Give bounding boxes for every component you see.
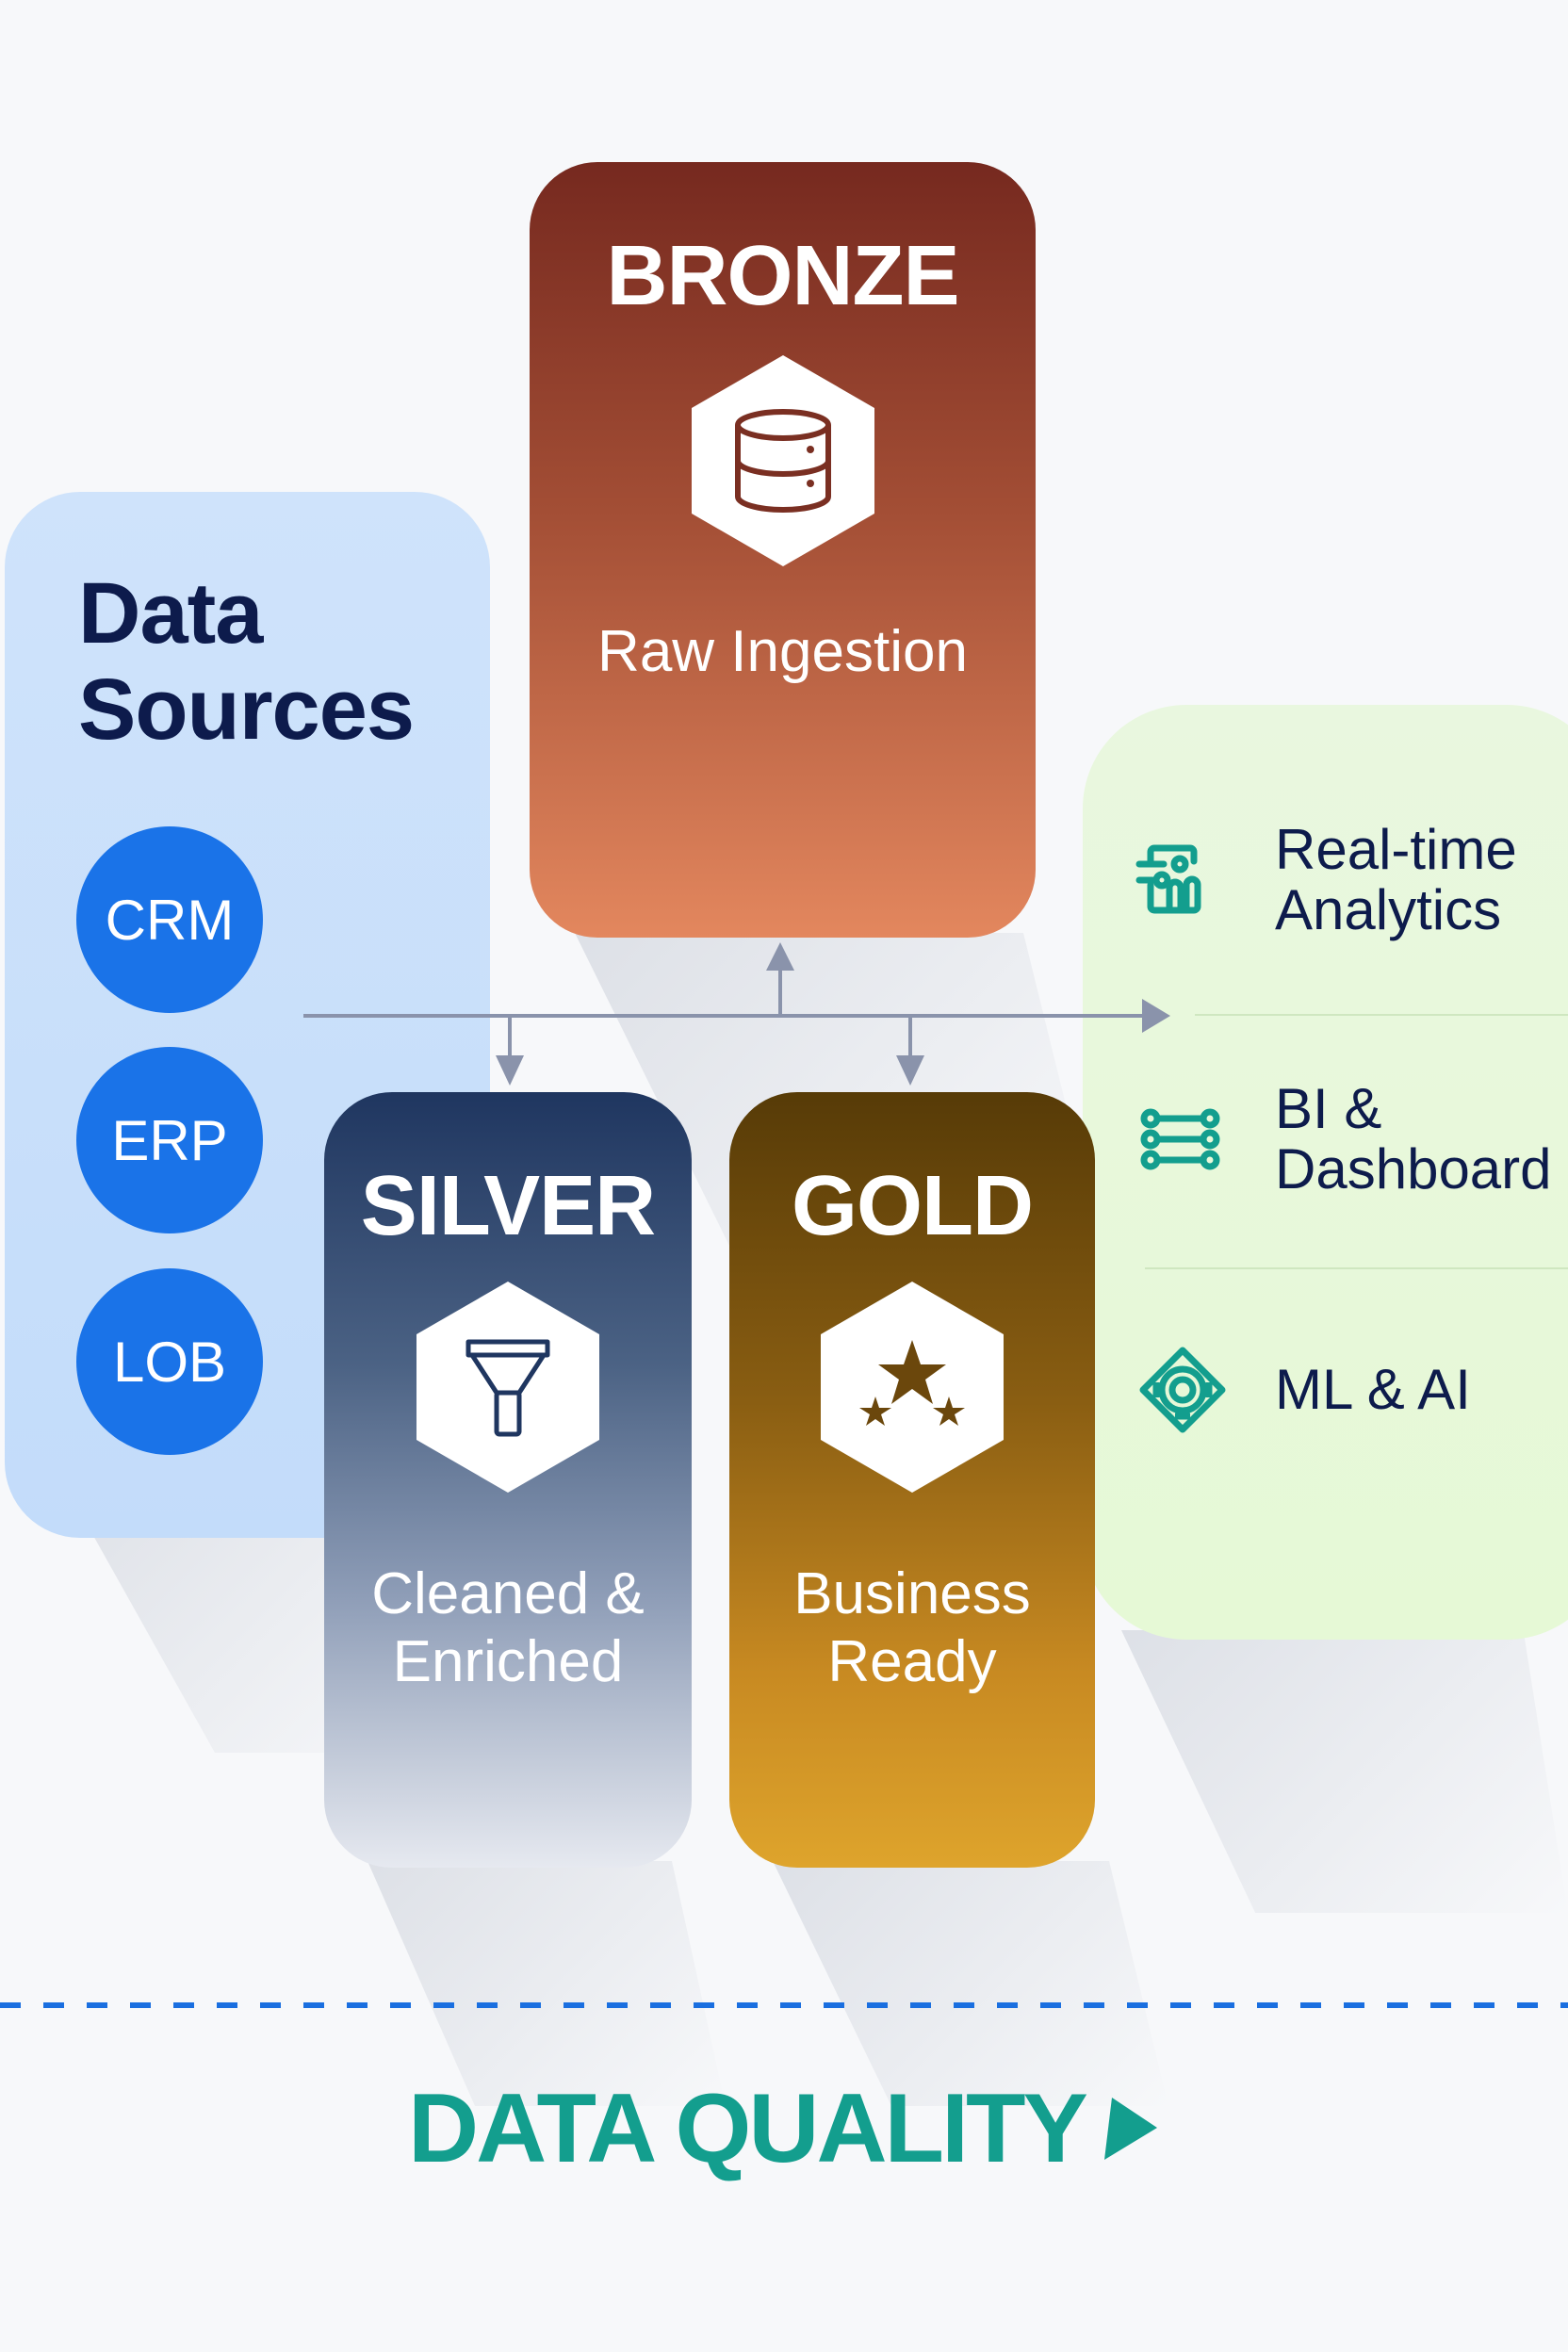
consumer-label-line1: Real-time — [1275, 818, 1517, 881]
consumer-divider — [1145, 1267, 1568, 1269]
consumer-ml-ai[interactable]: ML & AI — [1135, 1343, 1471, 1437]
consumer-label-line2: Dashboard — [1275, 1137, 1552, 1200]
consumer-realtime-analytics[interactable]: Real-time Analytics — [1135, 820, 1517, 940]
consumer-divider — [1195, 1014, 1568, 1016]
bronze-up-arrowhead — [766, 942, 794, 971]
silver-down-arrowhead — [496, 1055, 524, 1086]
gold-subtitle-line1: Business — [793, 1561, 1031, 1626]
consumers-panel — [1083, 705, 1568, 1640]
silver-subtitle-line1: Cleaned & — [371, 1561, 645, 1626]
filter-icon — [416, 1282, 599, 1493]
bronze-layer-card[interactable]: BRONZE Raw Ingestion — [530, 162, 1036, 938]
main-flow-arrowhead — [1142, 999, 1170, 1033]
flow-connectors — [303, 942, 1170, 1086]
gold-subtitle: Business Ready — [793, 1560, 1031, 1696]
data-sources-title-line2: Sources — [78, 662, 415, 758]
consumer-realtime-analytics-label: Real-time Analytics — [1275, 820, 1517, 940]
bronze-subtitle: Raw Ingestion — [597, 619, 968, 684]
consumer-bi-dashboard[interactable]: BI & Dashboard — [1135, 1079, 1552, 1200]
stars-icon — [821, 1282, 1004, 1493]
gold-layer-card[interactable]: GOLD Business Ready — [729, 1092, 1095, 1868]
gold-shadow — [773, 1861, 1168, 2106]
silver-title: SILVER — [360, 1159, 656, 1253]
play-triangle-icon[interactable] — [1104, 2094, 1161, 2162]
silver-layer-card[interactable]: SILVER Cleaned & Enriched — [324, 1092, 692, 1868]
dashboard-icon — [1140, 1108, 1220, 1170]
data-sources-title: Data Sources — [78, 565, 415, 758]
bronze-title: BRONZE — [606, 229, 960, 323]
source-erp[interactable]: ERP — [76, 1047, 263, 1233]
data-sources-title-line1: Data — [78, 565, 263, 662]
consumer-label-line1: BI & — [1275, 1077, 1382, 1140]
dashed-divider — [0, 2002, 1568, 2008]
consumer-bi-dashboard-label: BI & Dashboard — [1275, 1079, 1552, 1200]
silver-shadow — [368, 1861, 726, 2106]
ml-ai-icon — [1139, 1347, 1226, 1433]
silver-subtitle-line2: Enriched — [392, 1629, 624, 1694]
source-lob[interactable]: LOB — [76, 1268, 263, 1455]
consumer-label-line2: Analytics — [1275, 878, 1502, 941]
silver-subtitle: Cleaned & Enriched — [371, 1560, 645, 1696]
consumer-ml-ai-label: ML & AI — [1275, 1360, 1471, 1420]
consumer-label-line1: ML & AI — [1275, 1358, 1471, 1421]
gold-subtitle-line2: Ready — [827, 1629, 997, 1694]
gold-down-arrowhead — [896, 1055, 924, 1086]
database-icon — [691, 355, 874, 566]
data-quality-label: DATA QUALITY — [408, 2074, 1088, 2183]
source-crm[interactable]: CRM — [76, 826, 263, 1013]
analytics-icon — [1135, 844, 1201, 914]
gold-title: GOLD — [792, 1159, 1034, 1253]
consumer-panel-shadow — [1121, 1630, 1568, 1913]
